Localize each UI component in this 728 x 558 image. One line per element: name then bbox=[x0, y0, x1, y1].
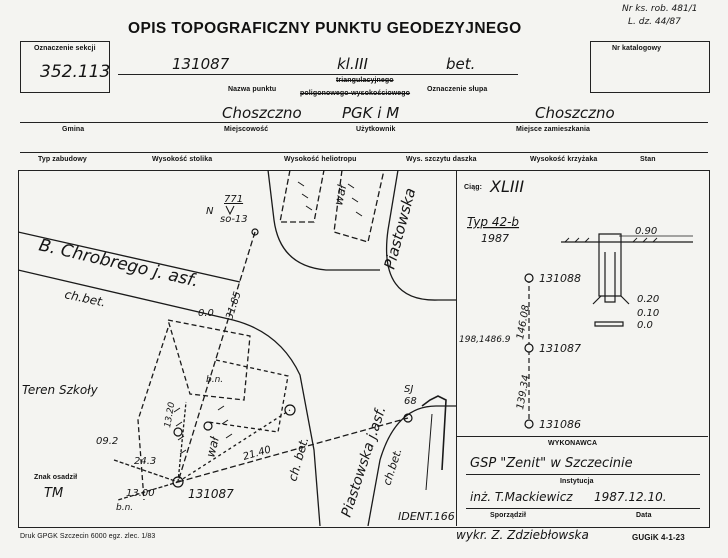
sketch-divider bbox=[456, 170, 457, 526]
point-131086: 131086 bbox=[539, 418, 581, 431]
distance-4: 13.20 bbox=[163, 401, 177, 428]
height-h3: 0.10 bbox=[637, 308, 659, 319]
institution-rule bbox=[466, 474, 700, 475]
row3-underline bbox=[20, 152, 708, 153]
journal-number: L. dz. 44/87 bbox=[628, 17, 681, 27]
embankment-1-label: wał bbox=[331, 183, 349, 207]
residence-label: Miejsce zamieszkania bbox=[516, 126, 590, 133]
section-box bbox=[20, 41, 110, 93]
catalog-label: Nr katalogowy bbox=[612, 45, 662, 52]
pavement-1-label: ch.bet. bbox=[63, 287, 107, 309]
marker-value: TM bbox=[44, 486, 64, 501]
ciag-label: Ciąg: bbox=[464, 184, 482, 191]
section-value: 352.113 bbox=[40, 62, 111, 82]
point-label: 131087 bbox=[188, 487, 234, 501]
gmina-label: Gmina bbox=[62, 126, 85, 133]
benchmark-1: b.n. bbox=[206, 375, 223, 385]
height-h4: 0.0 bbox=[637, 320, 653, 331]
author-rule bbox=[466, 508, 700, 509]
row3-label-cross: Wysokość krzyżaka bbox=[530, 156, 598, 163]
user-value: PGK i M bbox=[342, 104, 400, 122]
point-class: kl.III bbox=[337, 55, 368, 73]
pavement-3-label: ch.bet. bbox=[380, 447, 404, 487]
drawn-by: wykr. Z. Zdziebłowska bbox=[456, 528, 589, 542]
location-sketch: B. Chrobrego j. asf. Piastowska Piastows… bbox=[18, 170, 456, 526]
date-label: Data bbox=[636, 512, 652, 519]
row3-label-building: Typ zabudowy bbox=[38, 156, 87, 163]
print-info: Druk GPGK Szczecin 6000 egz. zlec. 1/83 bbox=[20, 533, 156, 540]
form-title: OPIS TOPOGRAFICZNY PUNKTU GEODEZYJNEGO bbox=[128, 20, 522, 37]
pillar-type: bet. bbox=[446, 55, 476, 73]
north-number-bottom: so-13 bbox=[220, 214, 248, 225]
height-h1: 0.90 bbox=[635, 226, 657, 237]
zero-label: 0.0 bbox=[198, 308, 214, 319]
distance-3: 24.3 bbox=[134, 456, 156, 467]
section-label: Oznaczenie sekcji bbox=[34, 45, 96, 52]
institution-label: Instytucja bbox=[560, 478, 594, 485]
author-value: inż. T.Mackiewicz bbox=[470, 490, 573, 504]
type-label-bottom: poligonowego-wysokościowego bbox=[300, 90, 411, 97]
distance-6: 09.2 bbox=[96, 436, 118, 447]
institution-value: GSP "Zenit" w Szczecinie bbox=[470, 456, 633, 471]
contractor-title: WYKONAWCA bbox=[548, 440, 598, 447]
pillar-label: Oznaczenie słupa bbox=[427, 86, 488, 93]
year-value: 1987 bbox=[481, 232, 509, 245]
ciag-value: XLIII bbox=[490, 177, 525, 196]
north-label: N bbox=[206, 206, 214, 217]
residence-value: Choszczno bbox=[535, 104, 615, 122]
street-cross-bottom-label: Piastowska j.asf. bbox=[339, 404, 390, 519]
benchmark-2: b.n. bbox=[116, 503, 133, 513]
street-main-label: B. Chrobrego j. asf. bbox=[37, 235, 201, 291]
ident-label: IDENT.166 bbox=[398, 510, 455, 523]
form-code: GUGiK 4-1-23 bbox=[632, 533, 685, 542]
gmina-value: Choszczno bbox=[222, 104, 302, 122]
school-label: Teren Szkoły bbox=[22, 383, 99, 397]
distance-5: 13.00 bbox=[126, 488, 155, 499]
date-value: 1987.12.10. bbox=[594, 490, 667, 504]
row3-label-roof: Wys. szczytu daszka bbox=[406, 156, 477, 163]
distance-main: 31.85 bbox=[224, 290, 243, 321]
author-label: Sporządził bbox=[490, 512, 527, 519]
name-label: Nazwa punktu bbox=[228, 86, 277, 93]
embankment-2-label: wał bbox=[203, 435, 222, 459]
type-label-top: triangulacyjnego bbox=[336, 77, 394, 84]
row2-underline bbox=[20, 122, 708, 123]
user-label: Użytkownik bbox=[356, 126, 396, 133]
point-number: 131087 bbox=[172, 55, 230, 73]
height-h2: 0.20 bbox=[637, 294, 659, 305]
row1-underline bbox=[118, 74, 518, 75]
locality-label: Miejscowość bbox=[224, 126, 269, 133]
sj-bottom-label: 68 bbox=[404, 396, 417, 407]
angle-value: 198,1486.9 bbox=[459, 335, 511, 345]
type-value: Typ 42-b bbox=[467, 215, 519, 229]
marker-label: Znak osadził bbox=[34, 474, 78, 481]
north-number-top: 771 bbox=[224, 194, 243, 205]
point-131087: 131087 bbox=[539, 342, 581, 355]
street-cross-top-label: Piastowska bbox=[380, 186, 419, 271]
row3-label-table: Wysokość stolika bbox=[152, 156, 213, 163]
catalog-box bbox=[590, 41, 710, 93]
sketch-frame bbox=[18, 170, 710, 528]
sj-top-label: SJ bbox=[404, 384, 413, 395]
row3-label-heliotrope: Wysokość heliotropu bbox=[284, 156, 357, 163]
point-131088: 131088 bbox=[539, 272, 581, 285]
row3-label-state: Stan bbox=[640, 156, 656, 163]
traverse-diagram: Typ 42-b 1987 131088 131087 131086 146.0… bbox=[459, 215, 693, 431]
work-book-number: Nr ks. rob. 481/1 bbox=[622, 4, 698, 14]
pavement-2-label: ch. bet. bbox=[285, 435, 311, 482]
contractor-top-rule bbox=[456, 436, 708, 437]
